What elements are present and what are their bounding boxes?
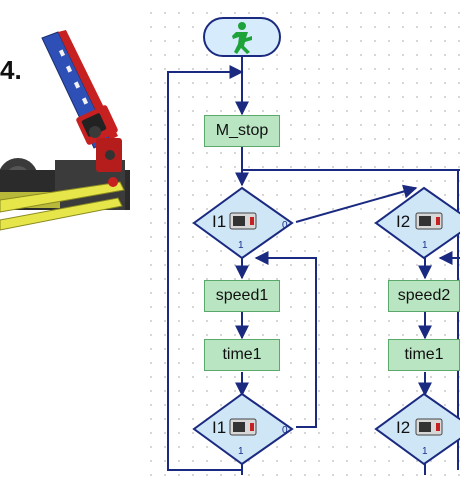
branch-i1-bottom-out-zero: 0 xyxy=(282,425,288,436)
start-element[interactable] xyxy=(202,16,282,58)
speed2-box[interactable]: speed2 xyxy=(388,280,460,312)
robot-model-image xyxy=(0,30,130,231)
branch-i2-top-label: I2 xyxy=(396,212,411,231)
branch-i1-top-label: I1 xyxy=(212,212,227,231)
switch-sensor-icon xyxy=(415,212,443,230)
branch-i2-bottom-out-one: 1 xyxy=(422,446,428,457)
branch-i1-bottom-label: I1 xyxy=(212,418,227,437)
branch-i1-top-out-zero: 0 xyxy=(282,220,288,231)
branch-diamond-i2-top[interactable] xyxy=(374,186,460,260)
switch-sensor-icon xyxy=(229,418,257,436)
branch-diamond-i1-bottom[interactable] xyxy=(192,392,296,466)
time1-box-right[interactable]: time1 xyxy=(388,339,460,371)
branch-diamond-i1-top[interactable] xyxy=(192,186,296,260)
step-number: 4. xyxy=(0,55,22,85)
branch-i2-bottom-label: I2 xyxy=(396,418,411,437)
branch-i2-top-out-one: 1 xyxy=(422,240,428,251)
switch-sensor-icon xyxy=(415,418,443,436)
speed1-box[interactable]: speed1 xyxy=(204,280,280,312)
time1-box-left[interactable]: time1 xyxy=(204,339,280,371)
switch-sensor-icon xyxy=(229,212,257,230)
branch-i1-top-out-one: 1 xyxy=(238,240,244,251)
branch-i1-bottom-out-one: 1 xyxy=(238,446,244,457)
branch-diamond-i2-bottom[interactable] xyxy=(374,392,460,466)
m-stop-box[interactable]: M_stop xyxy=(204,115,280,147)
green-walking-figure-icon xyxy=(232,22,252,54)
